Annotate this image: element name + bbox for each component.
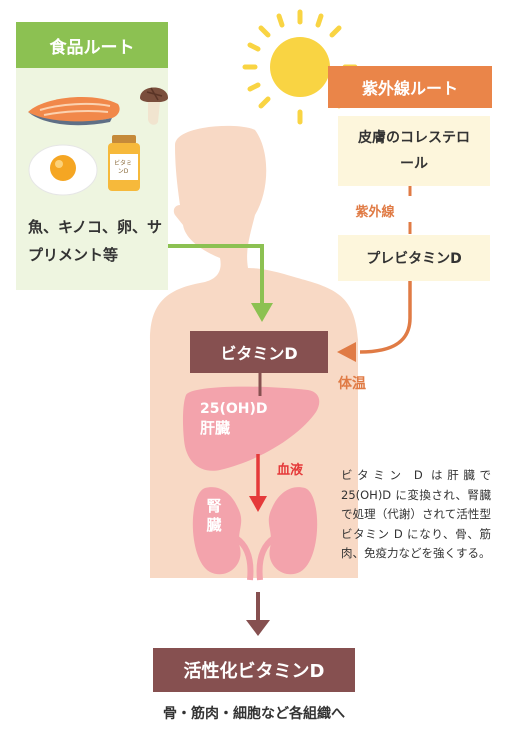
- vitamin-d-box: ビタミンD: [190, 331, 328, 373]
- sun-icon: [242, 9, 358, 125]
- supplement-bottle-label: ビタミンD: [113, 160, 132, 175]
- kidney-icon: [192, 487, 318, 581]
- food-to-vitamin-d-arrow: [168, 244, 273, 322]
- liver-organ-label: 肝臓: [200, 419, 231, 437]
- previtamin-to-vitamin-d-arrow: [337, 280, 412, 362]
- fried-egg-icon: [28, 144, 98, 196]
- previtamin-d-box: プレビタミンD: [338, 235, 490, 281]
- blood-flow-arrow: [249, 454, 267, 512]
- skin-cholesterol-box: 皮膚のコレステロール: [338, 116, 490, 186]
- body-temperature-label: 体温: [338, 376, 366, 392]
- active-vitamin-d-box: 活性化ビタミンD: [153, 648, 355, 692]
- supplement-bottle-icon: [108, 135, 140, 191]
- uv-label: 紫外線: [355, 205, 395, 220]
- food-route-title: 食品ルート: [16, 22, 168, 68]
- mushroom-icon: [140, 87, 168, 125]
- target-tissues-caption: 骨・筋肉・細胞など各組織へ: [163, 706, 345, 722]
- liver-label: 25(OH)D 肝臓: [200, 400, 290, 438]
- liver-metabolite-label: 25(OH)D: [200, 401, 268, 417]
- liver-icon: [182, 386, 320, 471]
- explanation-note: ビタミン D は肝臓で 25(OH)D に変換され、腎臓で処理（代謝）されて活性…: [341, 468, 491, 560]
- kidney-label: 腎臓: [206, 497, 222, 534]
- blood-label: 血液: [276, 463, 303, 478]
- uv-route-title: 紫外線ルート: [328, 66, 492, 108]
- salmon-icon: [28, 97, 120, 126]
- kidney-to-active-arrow: [246, 592, 270, 636]
- food-sources-text: 魚、キノコ、卵、サプリメント等: [28, 218, 162, 264]
